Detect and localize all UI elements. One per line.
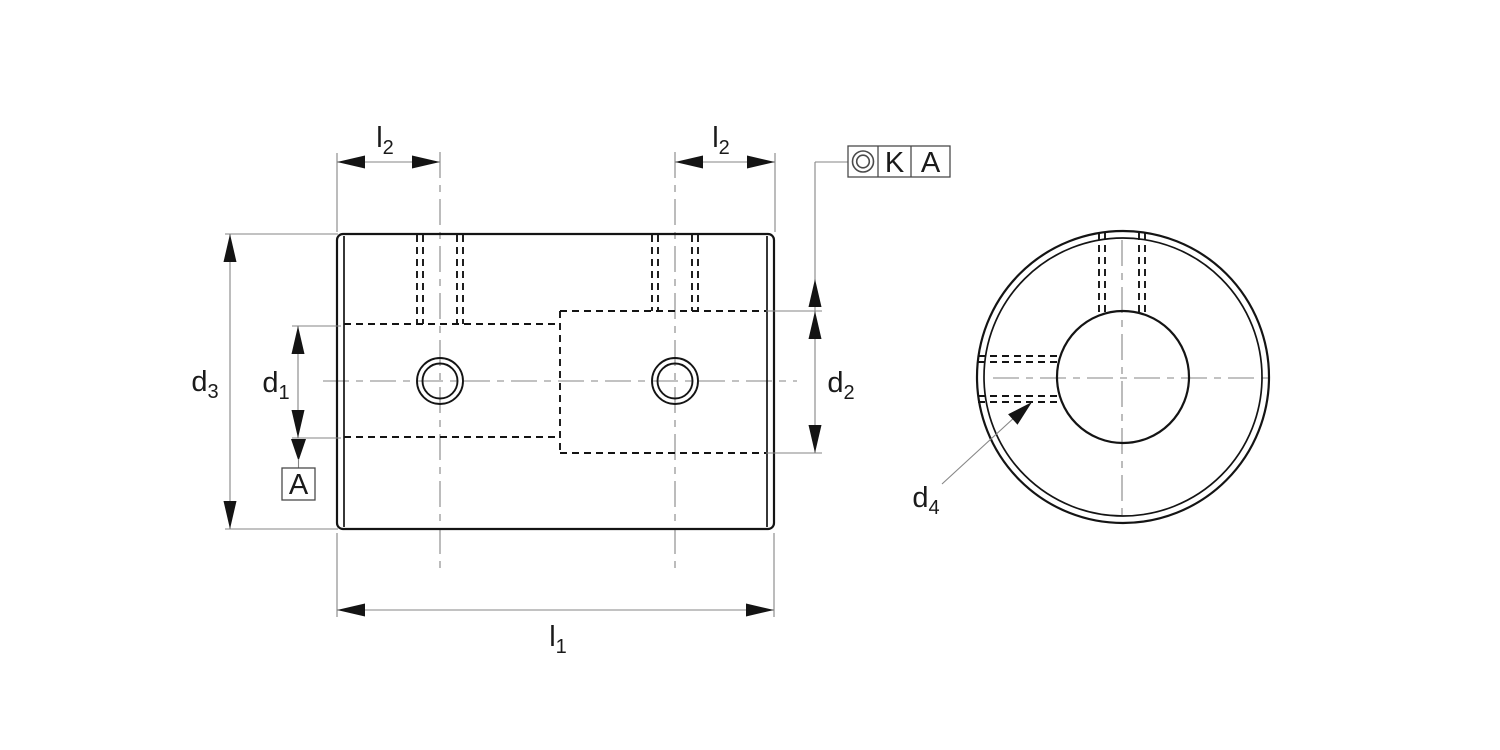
dim-label-d4: d4 [912,482,939,519]
dimension-d4: d4 [912,402,1032,519]
tolerance-zone-letter: K [885,147,905,179]
arrowhead [223,501,237,529]
arrowhead [412,155,440,169]
dim-label-l2-right: l2 [712,122,730,159]
hole1-thread-circle [416,357,464,405]
arrowhead [808,311,822,339]
chamfer-circle [983,237,1263,517]
tolerance-frame: K A [815,145,951,179]
arrowhead [223,234,237,262]
arrowhead [1008,402,1032,425]
dim-label-d3: d3 [191,366,218,403]
dimension-d2: d2 [766,162,855,454]
arrowhead [337,603,365,617]
datum-triangle [291,439,306,461]
arrowhead [291,326,305,354]
hole2-thread-circle [651,357,699,405]
dimension-l2-left: l2 [336,122,440,232]
arrowhead [747,155,775,169]
bore-circle [1055,309,1191,445]
hole1-bore-circle [421,362,459,400]
datum-feature-a: A [281,439,316,501]
dim-label-l2-left: l2 [376,122,394,159]
arrowhead [337,155,365,169]
datum-box [281,467,316,501]
arrowhead [291,410,305,438]
outer-diameter-circle [975,229,1271,525]
dimension-d1: d1 [262,325,341,439]
arrowhead [808,425,822,453]
arrowhead [675,155,703,169]
concentricity-icon [851,150,875,173]
end-view [975,229,1271,525]
dimension-l2-right: l2 [675,122,776,232]
body-outline [335,232,776,531]
arrowhead [808,279,822,307]
arrowhead [746,603,774,617]
side-view [323,152,797,572]
dimension-l1: l1 [336,533,775,658]
leader-line [941,415,1017,485]
dim-label-l1: l1 [549,621,567,658]
dimension-d3: d3 [191,233,338,530]
hole2-bore-circle [656,362,694,400]
dim-label-d1: d1 [262,367,289,404]
datum-label: A [289,469,309,501]
datum-reference-letter: A [921,147,941,179]
dim-label-d2: d2 [827,367,854,404]
